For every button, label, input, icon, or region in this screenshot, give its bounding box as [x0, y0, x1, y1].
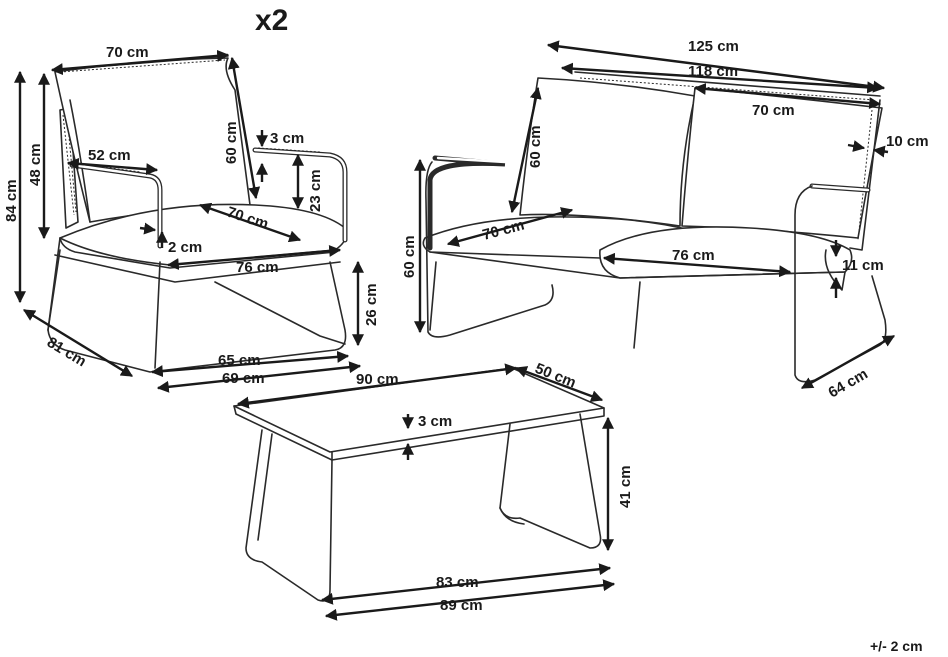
- armchair-inner-width-label: 65 cm: [218, 352, 261, 369]
- sofa-cushion-thickness-label: 11 cm: [842, 257, 884, 274]
- armchair-armrest-thickness-label: 3 cm: [270, 130, 304, 147]
- quantity-label: x2: [255, 4, 288, 37]
- armchair-total-height-label: 84 cm: [3, 179, 20, 222]
- armchair-width-label: 70 cm: [106, 44, 149, 61]
- sofa-total-width-label: 125 cm: [688, 38, 739, 55]
- sofa-inner-width-label: 118 cm: [688, 63, 738, 80]
- armchair-dimension-lines: [14, 49, 364, 393]
- armchair-armrest-length-label: 52 cm: [88, 147, 131, 164]
- table-outer-length-label: 89 cm: [440, 597, 483, 614]
- table-top-thickness-label: 3 cm: [418, 413, 452, 430]
- table-length-label: 90 cm: [356, 371, 399, 388]
- sofa-seat-cushion-width-label: 76 cm: [672, 247, 715, 264]
- table-height-label: 41 cm: [617, 465, 634, 508]
- armchair-depth-label: 81 cm: [44, 334, 89, 370]
- armchair-cushion-thickness-label: 2 cm: [168, 239, 202, 256]
- armchair-back-height-label: 48 cm: [27, 143, 44, 186]
- tolerance-label: +/- 2 cm: [870, 638, 923, 654]
- table-inner-length-label: 83 cm: [436, 574, 479, 591]
- sofa-cushion-width-label: 70 cm: [752, 102, 795, 119]
- sofa-cushion-height-label: 60 cm: [527, 125, 544, 168]
- table-dimension-lines: [236, 363, 616, 621]
- armchair-seat-width-label: 76 cm: [236, 259, 279, 276]
- armchair-cushion-height-label: 60 cm: [223, 121, 240, 164]
- armchair-illustration: [47, 55, 348, 373]
- table-illustration: [233, 367, 605, 602]
- sofa-height-label: 60 cm: [401, 235, 418, 278]
- armchair-armrest-height-label: 23 cm: [307, 169, 324, 212]
- sofa-armrest-thickness-label: 10 cm: [886, 133, 929, 150]
- armchair-seat-height-label: 26 cm: [363, 283, 380, 326]
- armchair-outer-width-label: 69 cm: [222, 370, 265, 387]
- sofa-dimension-lines: [414, 40, 896, 390]
